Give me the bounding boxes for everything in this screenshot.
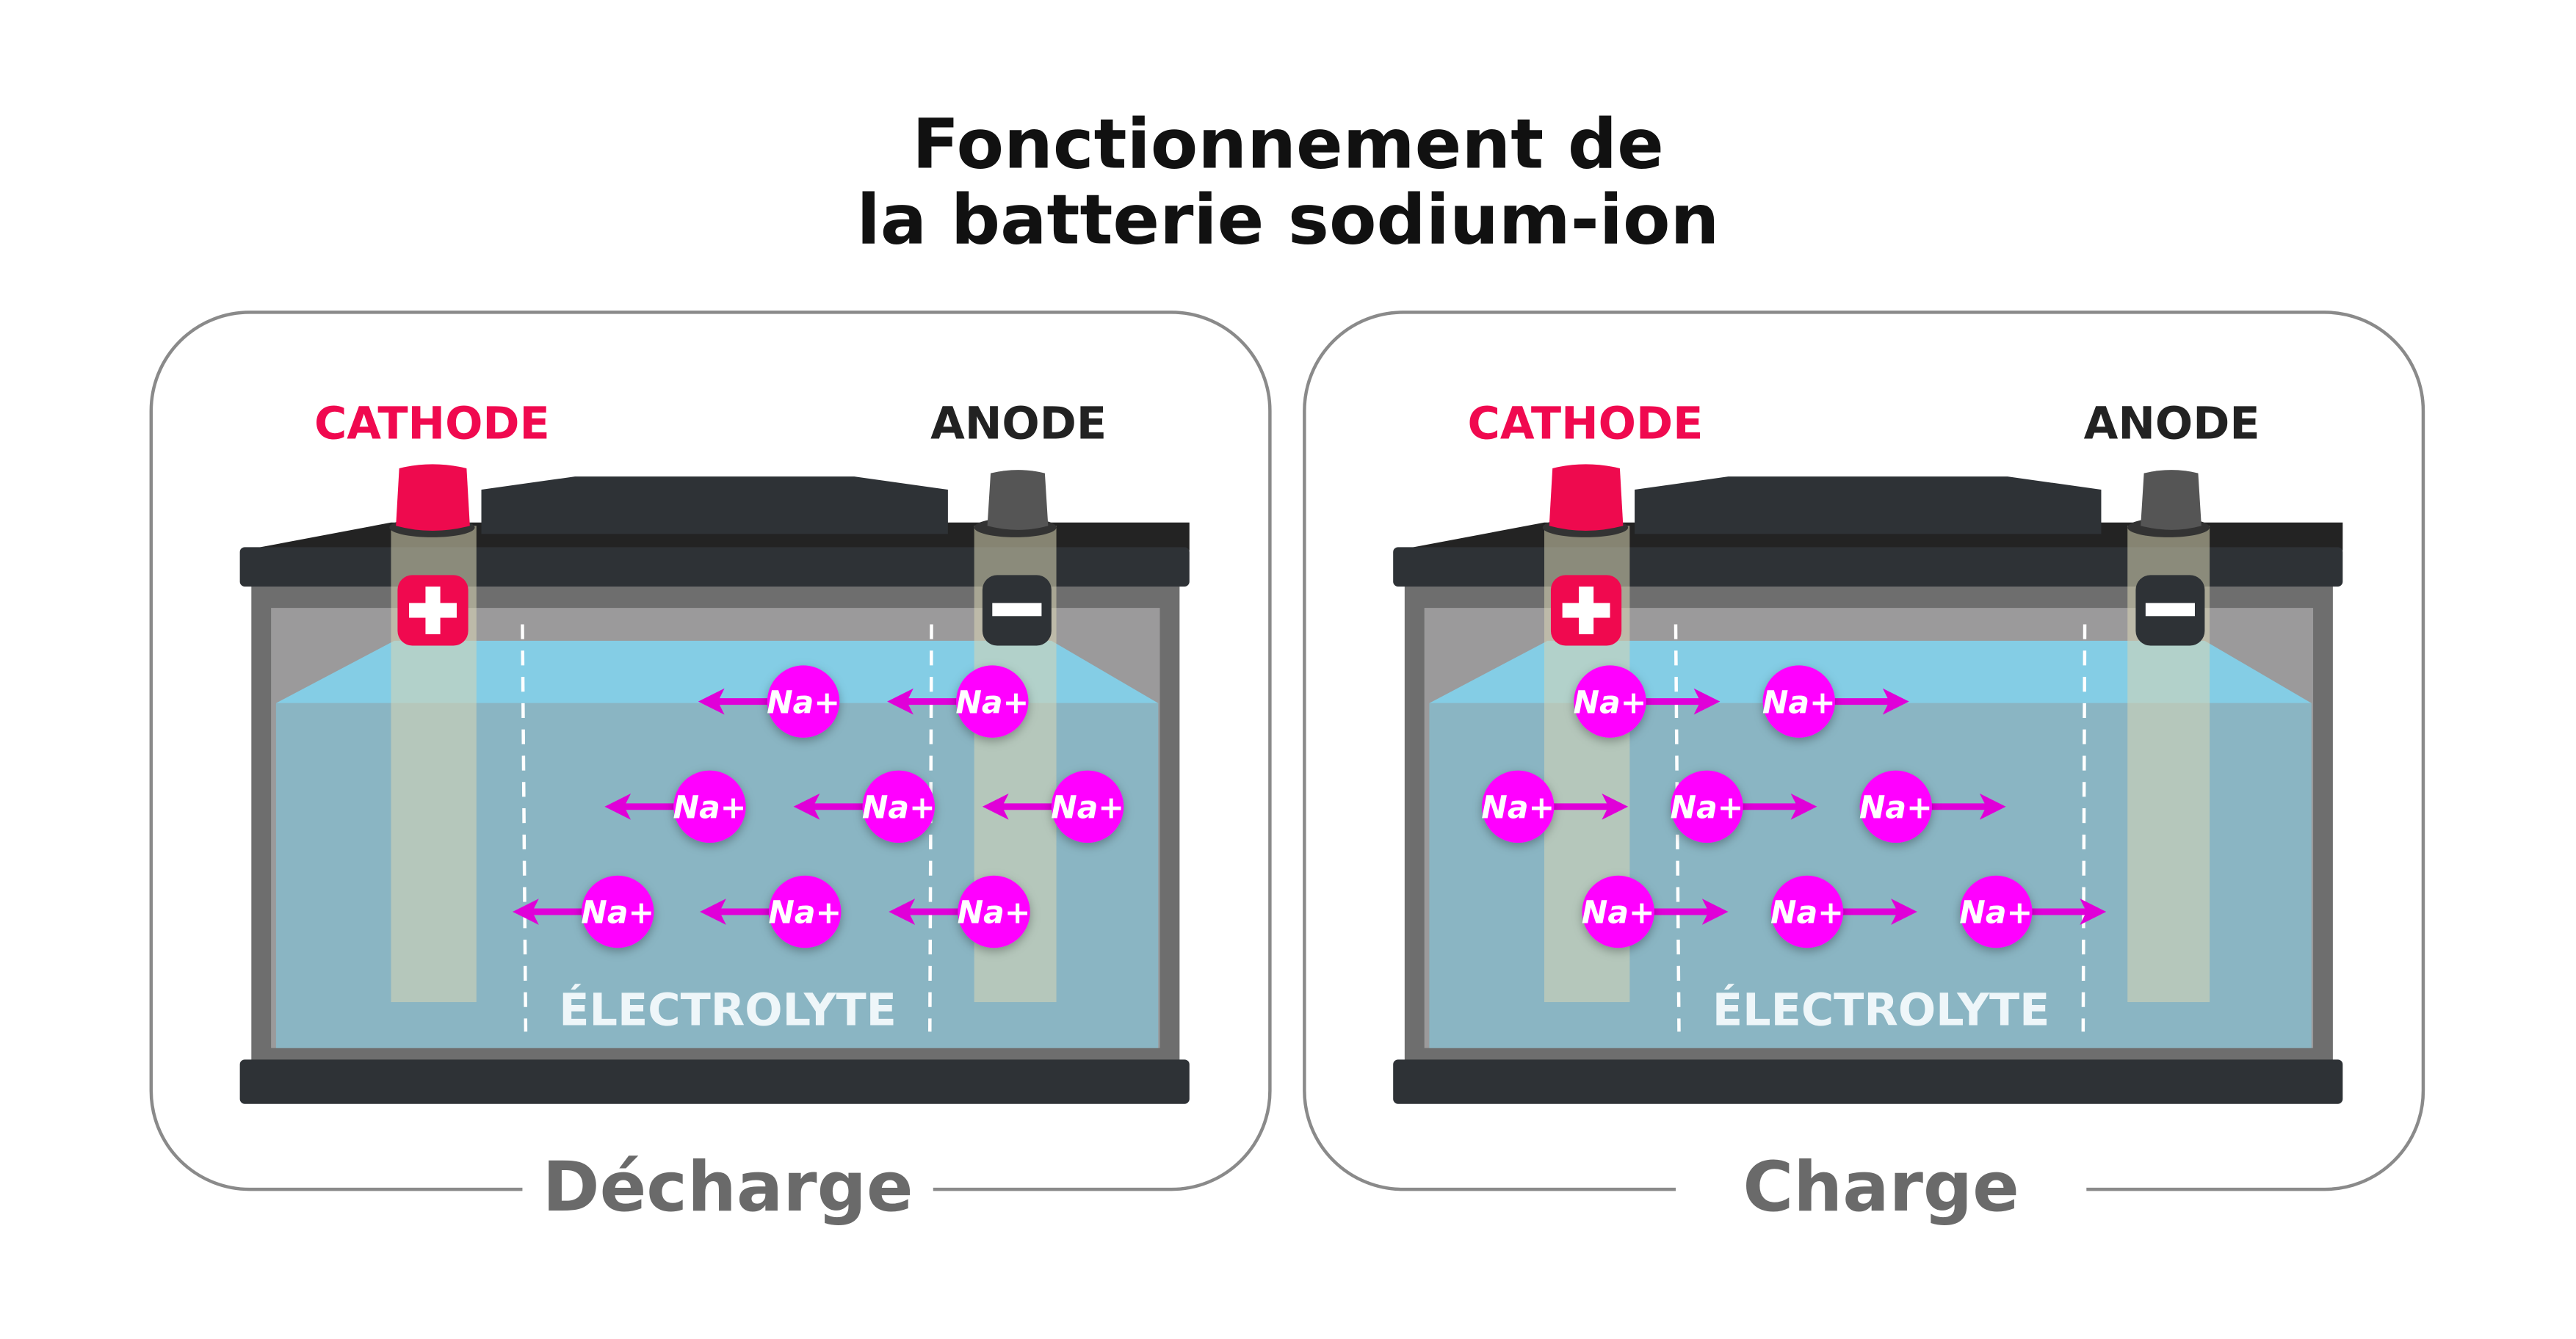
sodium-ion: Na+ <box>889 875 1031 948</box>
electrolyte-surface <box>275 640 1159 703</box>
sodium-ion: Na+ <box>1574 665 1721 738</box>
panel-caption: Décharge <box>543 1147 913 1227</box>
minus-icon-bar <box>2145 603 2195 617</box>
sodium-ion: Na+ <box>1959 875 2107 948</box>
electrolyte-label: ÉLECTROLYTE <box>1712 983 2050 1036</box>
sodium-ion: Na+ <box>1671 770 1817 843</box>
cathode-label: CATHODE <box>314 399 550 450</box>
ion-label: Na+ <box>1762 685 1836 721</box>
caption-gap <box>522 1150 933 1233</box>
ion-circle <box>769 875 842 948</box>
cathode-label: CATHODE <box>1468 399 1704 450</box>
sodium-ion: Na+ <box>1481 770 1629 843</box>
battery-lid-slope <box>1396 522 2343 551</box>
plus-icon-h <box>1562 603 1610 618</box>
ion-circle <box>1960 875 2033 948</box>
ion-circle <box>956 665 1029 738</box>
ion-label: Na+ <box>767 685 840 721</box>
ion-label: Na+ <box>1671 790 1744 826</box>
panel-caption: Charge <box>1743 1147 2019 1227</box>
electrolyte-surface <box>1429 640 2312 703</box>
battery-lid <box>239 547 1190 587</box>
ion-circle <box>1859 770 1932 843</box>
battery: ÉLECTROLYTE <box>1393 464 2343 1104</box>
sodium-ion: Na+ <box>698 665 840 738</box>
ion-label: Na+ <box>673 790 747 826</box>
sodium-ion: Na+ <box>1859 770 2006 843</box>
cathode-cap <box>396 464 470 531</box>
sodium-ion: Na+ <box>1770 875 1917 948</box>
ion-label: Na+ <box>1574 685 1647 721</box>
ion-circle <box>1582 875 1654 948</box>
battery-base <box>239 1059 1190 1104</box>
ion-label: Na+ <box>1481 790 1555 826</box>
ion-circle <box>581 875 654 948</box>
ion-label: Na+ <box>1859 790 1933 826</box>
ion-label: Na+ <box>768 896 842 932</box>
title-line-2: la batterie sodium-ion <box>857 180 1720 260</box>
sodium-ion: Na+ <box>513 875 654 948</box>
caption-gap <box>1675 1150 2087 1233</box>
anode-cap <box>2141 470 2201 530</box>
sodium-ion: Na+ <box>1762 665 1909 738</box>
ion-circle <box>862 770 935 843</box>
sodium-ion: Na+ <box>887 665 1029 738</box>
ion-circle <box>767 665 840 738</box>
title-line-1: Fonctionnement de <box>912 105 1664 185</box>
anode-label: ANODE <box>930 399 1107 450</box>
ion-circle <box>1051 770 1124 843</box>
plus-icon-h <box>409 603 457 618</box>
ion-circle <box>1671 770 1743 843</box>
sodium-ion: Na+ <box>793 770 936 843</box>
sodium-ion: Na+ <box>604 770 747 843</box>
battery-top-cover <box>481 476 948 534</box>
battery-base <box>1393 1059 2343 1104</box>
ion-label: Na+ <box>1051 790 1124 826</box>
panel-charge: Charge ÉLECTROLYTE CATHODE ANODE Na+ Na+ Na+ Na… <box>1303 311 2425 1233</box>
ion-circle <box>1481 770 1555 843</box>
anode-cap <box>987 470 1049 530</box>
minus-icon-bar <box>992 603 1042 617</box>
sodium-ion: Na+ <box>982 770 1124 843</box>
ion-label: Na+ <box>955 685 1029 721</box>
ion-label: Na+ <box>1770 896 1844 932</box>
battery-top-cover <box>1635 476 2102 534</box>
ion-circle <box>958 875 1030 948</box>
panel-discharge: Décharge ÉLECTROLYTE CATHODE ANODE Na+ Na+ Na+… <box>149 311 1272 1233</box>
sodium-ion: Na+ <box>700 875 842 948</box>
ion-circle <box>1574 665 1646 738</box>
ion-label: Na+ <box>862 790 936 826</box>
ion-circle <box>673 770 746 843</box>
ion-label: Na+ <box>581 896 654 932</box>
ion-circle <box>1770 875 1844 948</box>
battery-lid-slope <box>243 522 1190 551</box>
cathode-cap <box>1549 464 1624 531</box>
ion-label: Na+ <box>1959 896 2033 932</box>
sodium-ion: Na+ <box>1582 875 1729 948</box>
ion-label: Na+ <box>1582 896 1655 932</box>
ion-circle <box>1762 665 1836 738</box>
anode-label: ANODE <box>2084 399 2260 450</box>
ion-label: Na+ <box>958 896 1031 932</box>
battery-lid <box>1393 547 2343 587</box>
electrolyte-label: ÉLECTROLYTE <box>559 983 897 1036</box>
